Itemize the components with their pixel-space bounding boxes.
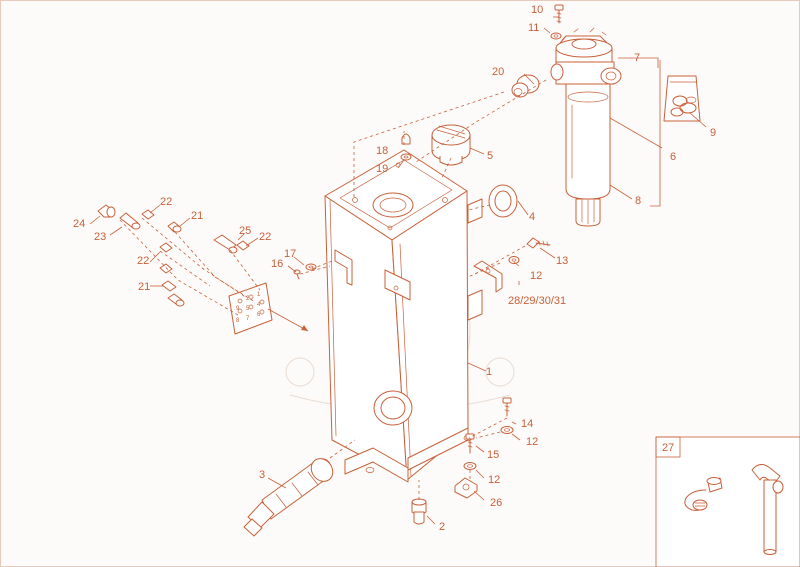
fitting-24: [97, 204, 116, 218]
svg-text:4: 4: [257, 302, 261, 308]
grommet-4: [488, 184, 518, 218]
washer-11: [550, 32, 562, 40]
svg-text:6: 6: [257, 312, 261, 318]
svg-text:8: 8: [236, 318, 240, 324]
fitting-22-top: [141, 209, 155, 220]
callout-5: 5: [487, 150, 493, 162]
callout-12-upper: 12: [530, 270, 542, 282]
fitting-20: [511, 74, 540, 98]
label-plate-arrow: [267, 308, 309, 332]
callout-21-top: 21: [191, 210, 203, 222]
washer-19: [400, 153, 412, 161]
callout-16: 16: [271, 258, 283, 270]
washer-12-lower: [463, 462, 477, 470]
callout-23: 23: [94, 231, 106, 243]
callout-20: 20: [492, 66, 504, 78]
arrow-head: [301, 325, 308, 331]
leader-lines: [89, 16, 707, 525]
fitting-25: [213, 234, 238, 254]
bolt-10: [554, 4, 564, 24]
seal-kit-bag-9: [663, 75, 701, 122]
screw-16: [293, 269, 301, 280]
washer-12-upper: [508, 256, 520, 264]
fitting-23: [119, 212, 141, 230]
fitting-22-mid: [159, 242, 173, 253]
suction-strainer-3: [243, 458, 334, 537]
svg-text:1: 1: [257, 292, 261, 298]
callout-26: 26: [490, 497, 502, 509]
washer-12-mid: [500, 426, 514, 434]
fitting-21-top: [167, 221, 182, 233]
svg-text:7: 7: [246, 316, 250, 322]
bolt-15: [465, 433, 475, 454]
fitting-22-right: [236, 240, 250, 251]
callout-21-low: 21: [138, 281, 150, 293]
svg-text:9: 9: [236, 306, 240, 312]
callout-14: 14: [521, 418, 533, 430]
callout-9: 9: [710, 127, 716, 139]
callout-18: 18: [376, 145, 388, 157]
assembly-dashed-lines: [119, 79, 547, 500]
callout-1: 1: [486, 366, 492, 378]
svg-text:2: 2: [246, 296, 250, 302]
callout-4: 4: [529, 211, 535, 223]
callout-17: 17: [284, 248, 296, 260]
callout-12-mid: 12: [526, 436, 538, 448]
callout-25: 25: [239, 225, 251, 237]
callout-7: 7: [634, 52, 640, 64]
callout-22-mid: 22: [137, 255, 149, 267]
bracket-28-31: [473, 260, 503, 293]
callout-11: 11: [528, 22, 539, 34]
callout-27: 27: [662, 442, 674, 454]
callout-13: 13: [556, 255, 568, 267]
plug-18: [401, 133, 411, 145]
svg-text:5: 5: [246, 306, 250, 312]
label-plate: 2 1 5 4 7 6 8 9: [228, 282, 273, 335]
breather-cap-5: [431, 124, 471, 166]
fitting-22-low: [159, 263, 173, 274]
return-filter-assembly: [550, 27, 622, 227]
callout-19: 19: [376, 163, 388, 175]
bolt-14: [502, 397, 512, 417]
hydraulic-tank: [324, 149, 483, 483]
callout-22-top: 22: [160, 196, 172, 208]
callout-24: 24: [73, 218, 85, 230]
callout-labels: 1 2 3 4 5 6 7 8 9 10 11 12 12 12 13 14 1…: [73, 4, 716, 533]
callout-2: 2: [439, 521, 445, 533]
callout-8: 8: [635, 195, 641, 207]
callout-22-right: 22: [259, 231, 271, 243]
callout-10: 10: [531, 4, 543, 16]
callout-12-lower: 12: [488, 474, 500, 486]
fitting-21-low: [161, 280, 185, 307]
kit-box-27: [655, 436, 800, 567]
callout-28-31: 28/29/30/31: [508, 295, 566, 307]
fitting-17: [305, 263, 317, 271]
clip-26: [454, 477, 478, 499]
bolt-13: [526, 237, 551, 249]
drain-plug-2: [411, 498, 427, 525]
callout-3: 3: [259, 469, 265, 481]
callout-6: 6: [670, 151, 676, 163]
callout-15: 15: [487, 449, 499, 461]
